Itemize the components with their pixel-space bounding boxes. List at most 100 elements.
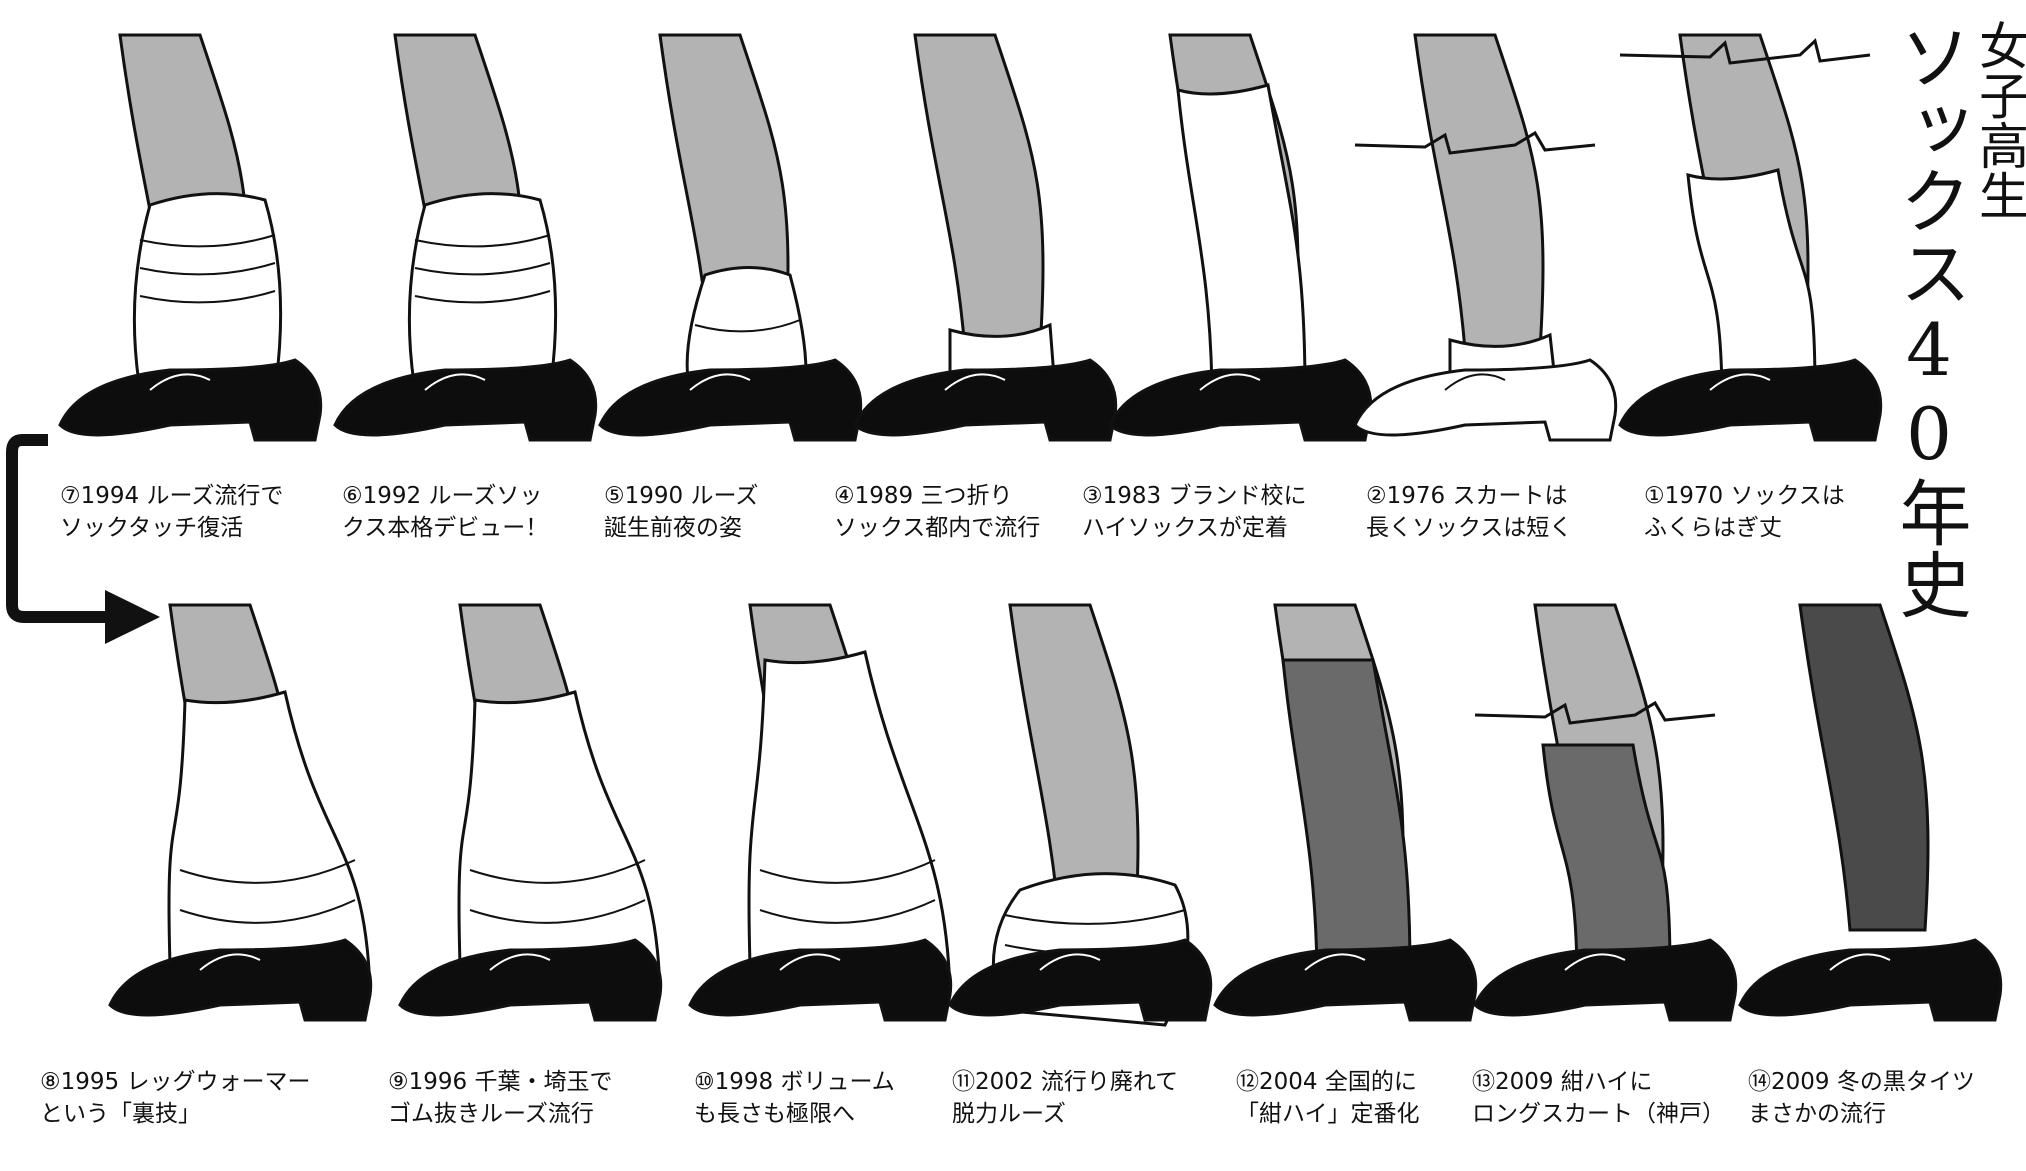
- shoe-strap: [1829, 953, 1891, 971]
- caption-4-line2: ソックス都内で流行: [834, 515, 1041, 541]
- shoe-strap: [1709, 373, 1771, 391]
- sock-fold-line: [469, 859, 646, 884]
- shoe: [1213, 938, 1478, 1022]
- caption-5: ⑤1990 ルーズ 誕生前夜の姿: [604, 480, 758, 544]
- caption-5-line1: ⑤1990 ルーズ: [604, 483, 759, 509]
- caption-5-line2: 誕生前夜の姿: [604, 515, 742, 541]
- sock-fold-line: [414, 290, 551, 304]
- caption-1: ①1970 ソックスは ふくらはぎ丈: [1644, 480, 1845, 544]
- figure-bottom-8: [108, 603, 373, 1022]
- shoe: [1353, 358, 1618, 442]
- figure-top-7: [58, 33, 323, 442]
- sock-high: [1176, 83, 1307, 392]
- caption-3-line1: ③1983 ブランド校に: [1082, 483, 1307, 509]
- caption-2-line2: 長くソックスは短く: [1366, 515, 1573, 541]
- figure-bottom-14: [1738, 603, 2003, 1022]
- shoe-strap: [1564, 953, 1626, 971]
- caption-2-line1: ②1976 スカートは: [1366, 483, 1568, 509]
- caption-12-line1: ⑫2004 全国的に: [1236, 1069, 1417, 1095]
- sock-fold-line: [139, 234, 276, 248]
- shoe: [1618, 358, 1883, 442]
- skirt-hem: [1354, 130, 1596, 155]
- sock-warmer: [457, 690, 662, 992]
- shoe-strap: [779, 953, 841, 971]
- skirt-hem: [1619, 38, 1871, 65]
- figure-top-2: [1353, 33, 1618, 442]
- shoe-strap: [689, 373, 751, 391]
- shoe: [1473, 938, 1738, 1022]
- shoe: [333, 358, 598, 442]
- figure-bottom-11: [948, 603, 1213, 1027]
- caption-13-line2: ロングスカート（神戸）: [1472, 1101, 1725, 1127]
- shoe-strap: [1444, 373, 1506, 391]
- figure-top-5: [598, 33, 863, 442]
- shoe: [398, 938, 663, 1022]
- shoe-strap: [149, 373, 211, 391]
- caption-6: ⑥1992 ルーズソッ クス本格デビュー！: [342, 480, 548, 544]
- sock-loose-short: [685, 266, 808, 392]
- caption-13: ⑬2009 紺ハイに ロングスカート（神戸）: [1472, 1066, 1725, 1130]
- title-small: 女子高生: [1971, 20, 2026, 220]
- row-connector-arrow: [6, 434, 108, 623]
- sock-fold-line: [759, 899, 936, 924]
- figure-bottom-12: [1213, 603, 1478, 1022]
- caption-9-line2: ゴム抜きルーズ流行: [388, 1101, 594, 1127]
- caption-10: ⑩1998 ボリューム も長さも極限へ: [694, 1066, 895, 1130]
- sock-fold-line: [139, 290, 276, 304]
- figure-top-4: [853, 33, 1118, 442]
- caption-6-line2: クス本格デビュー！: [342, 515, 549, 541]
- shoe: [1108, 358, 1373, 442]
- figure-top-3: [1108, 33, 1373, 442]
- caption-3: ③1983 ブランド校に ハイソックスが定着: [1082, 480, 1306, 544]
- shoe-strap: [199, 953, 261, 971]
- caption-3-line2: ハイソックスが定着: [1082, 515, 1288, 541]
- caption-11-line2: 脱力ルーズ: [952, 1101, 1066, 1127]
- caption-1-line2: ふくらはぎ丈: [1644, 515, 1782, 541]
- figure-top-1: [1618, 33, 1883, 442]
- caption-9-line1: ⑨1996 千葉・埼玉で: [388, 1069, 613, 1095]
- caption-4: ④1989 三つ折り ソックス都内で流行: [834, 480, 1040, 544]
- arrow-head-icon: [105, 590, 160, 644]
- sock-fold-line: [469, 899, 646, 924]
- leg: [913, 33, 1045, 352]
- caption-12: ⑫2004 全国的に 「紺ハイ」定番化: [1236, 1066, 1420, 1130]
- shoe-strap: [424, 373, 486, 391]
- shoe-strap: [1199, 373, 1261, 391]
- shoe: [1738, 938, 2003, 1022]
- shoe: [948, 938, 1213, 1022]
- caption-10-line1: ⑩1998 ボリューム: [694, 1069, 895, 1095]
- sock-fold-line: [414, 262, 551, 276]
- caption-7-line1: ⑦1994 ルーズ流行で: [60, 483, 284, 509]
- caption-14-line2: まさかの流行: [1748, 1101, 1886, 1127]
- shoe: [688, 938, 953, 1022]
- figure-bottom-9: [398, 603, 663, 1022]
- sock-warmer: [167, 690, 372, 992]
- caption-2: ②1976 スカートは 長くソックスは短く: [1366, 480, 1572, 544]
- sock-fold-line: [139, 262, 276, 276]
- caption-10-line2: も長さも極限へ: [694, 1101, 855, 1127]
- sock-navy-high: [1281, 658, 1412, 972]
- figure-top-6: [333, 33, 598, 442]
- shoe-strap: [944, 373, 1006, 391]
- sock-fold-line: [1004, 909, 1186, 925]
- sock-warmer: [747, 650, 952, 992]
- caption-7: ⑦1994 ルーズ流行で ソックタッチ復活: [60, 480, 283, 544]
- sock-fold-line: [179, 899, 356, 924]
- caption-11: ⑪2002 流行り廃れて 脱力ルーズ: [952, 1066, 1178, 1130]
- sock-fold-line: [414, 234, 551, 248]
- caption-8: ⑧1995 レッグウォーマー という「裏技」: [40, 1066, 310, 1130]
- caption-14-line1: ⑭2009 冬の黒タイツ: [1748, 1069, 1975, 1095]
- sock-loose: [132, 192, 283, 392]
- caption-7-line2: ソックタッチ復活: [60, 515, 244, 541]
- caption-4-line1: ④1989 三つ折り: [834, 483, 1013, 509]
- caption-11-line1: ⑪2002 流行り廃れて: [952, 1069, 1179, 1095]
- sock-fold-line: [694, 319, 801, 333]
- shoe: [58, 358, 323, 442]
- leg: [1798, 603, 1930, 932]
- shoe: [598, 358, 863, 442]
- caption-9: ⑨1996 千葉・埼玉で ゴム抜きルーズ流行: [388, 1066, 612, 1130]
- shoe: [108, 938, 373, 1022]
- shoe: [853, 358, 1118, 442]
- caption-14: ⑭2009 冬の黒タイツ まさかの流行: [1748, 1066, 1975, 1130]
